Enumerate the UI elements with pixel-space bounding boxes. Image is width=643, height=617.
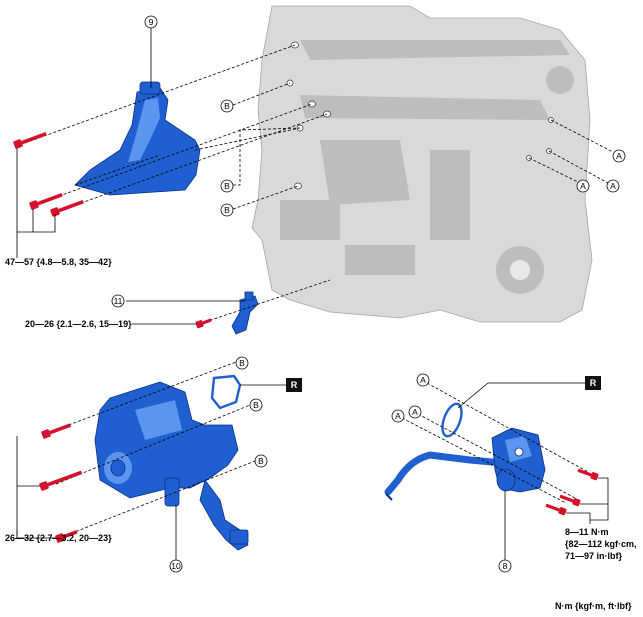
callout-part-11: 11: [114, 296, 123, 306]
bracket-leader-lines: [24, 44, 328, 211]
torque-pump-bolts: 26—32 {2.7—3.2, 20—23}: [5, 533, 112, 543]
bolt: [50, 200, 84, 217]
pump-part-10: [94, 381, 249, 551]
callout-b-pump-1: B: [235, 356, 249, 370]
r-marker-left: R: [291, 380, 298, 390]
bracket-torque-leader: [16, 148, 56, 258]
callout-a-pipe-1: A: [416, 373, 430, 387]
callout-b-pump-3: B: [254, 454, 268, 468]
pump-bolts: [39, 423, 83, 543]
callout-circle-11: [111, 294, 125, 308]
svg-text:A: A: [395, 411, 401, 421]
torque-pipe-bolts-line1: 8—11 N·m: [565, 527, 609, 537]
bracket-part-9: [74, 81, 201, 196]
svg-text:A: A: [580, 181, 586, 191]
svg-text:B: B: [258, 456, 264, 466]
callout-a-pipe-2: A: [391, 409, 405, 423]
pipe-bolts: [545, 468, 599, 516]
svg-text:B: B: [239, 358, 245, 368]
callout-circle-10: [169, 559, 183, 573]
part-11-bracket: [231, 291, 259, 335]
callout-circle-9: [144, 15, 158, 29]
svg-text:A: A: [616, 151, 622, 161]
bolt: [39, 470, 83, 491]
part-11-bolt: [195, 318, 212, 329]
svg-text:B: B: [224, 181, 230, 191]
engine-block: [251, 5, 593, 323]
r-marker-box-left: [286, 378, 302, 392]
pump-leader-lines: [49, 361, 256, 538]
pipe-gasket: [441, 402, 463, 438]
svg-text:B: B: [224, 101, 230, 111]
callout-part-8: 8: [503, 561, 508, 571]
callout-b-engine-1: B: [220, 82, 291, 113]
svg-text:A: A: [610, 181, 616, 191]
bolt: [545, 503, 567, 516]
svg-text:A: A: [420, 375, 426, 385]
svg-text:B: B: [253, 400, 259, 410]
callout-a-engine-3: A: [528, 157, 590, 193]
torque-pipe-bolts-line2: {82—112 kgf·cm,: [565, 539, 637, 549]
bracket-bolts: [13, 132, 84, 217]
bolt: [559, 494, 581, 507]
callout-b-engine-3: B: [220, 185, 299, 217]
bolt: [13, 132, 47, 149]
torque-part-11-bolt: 20—26 {2.1—2.6, 15—19}: [25, 319, 132, 329]
bolt: [577, 468, 599, 481]
torque-bracket-bolts: 47—57 {4.8—5.8, 35—42}: [5, 257, 112, 267]
callout-part-10: 10: [171, 561, 181, 571]
bolt: [41, 423, 72, 439]
callout-a-pipe-3: A: [408, 405, 422, 419]
callout-a-engine-2: A: [548, 150, 620, 193]
callout-a-engine-1: A: [550, 119, 626, 163]
pump-gasket: [210, 374, 242, 410]
bolt: [55, 530, 78, 543]
torque-pipe-bolts-line3: 71—97 in·lbf}: [565, 551, 623, 561]
callout-circle-8: [498, 559, 512, 573]
pipe-part-8: [384, 427, 546, 501]
callout-b-engine-2: B: [220, 127, 301, 193]
unit-legend: N·m {kgf·m, ft·lbf}: [555, 601, 632, 611]
svg-text:A: A: [412, 407, 418, 417]
pipe-leader-lines: [401, 382, 589, 504]
r-marker-right: R: [590, 378, 597, 388]
r-marker-box-right: [585, 376, 601, 390]
bolt: [29, 193, 63, 210]
callout-b-pump-2: B: [249, 398, 263, 412]
svg-text:B: B: [224, 205, 230, 215]
callout-part-9: 9: [149, 17, 154, 27]
